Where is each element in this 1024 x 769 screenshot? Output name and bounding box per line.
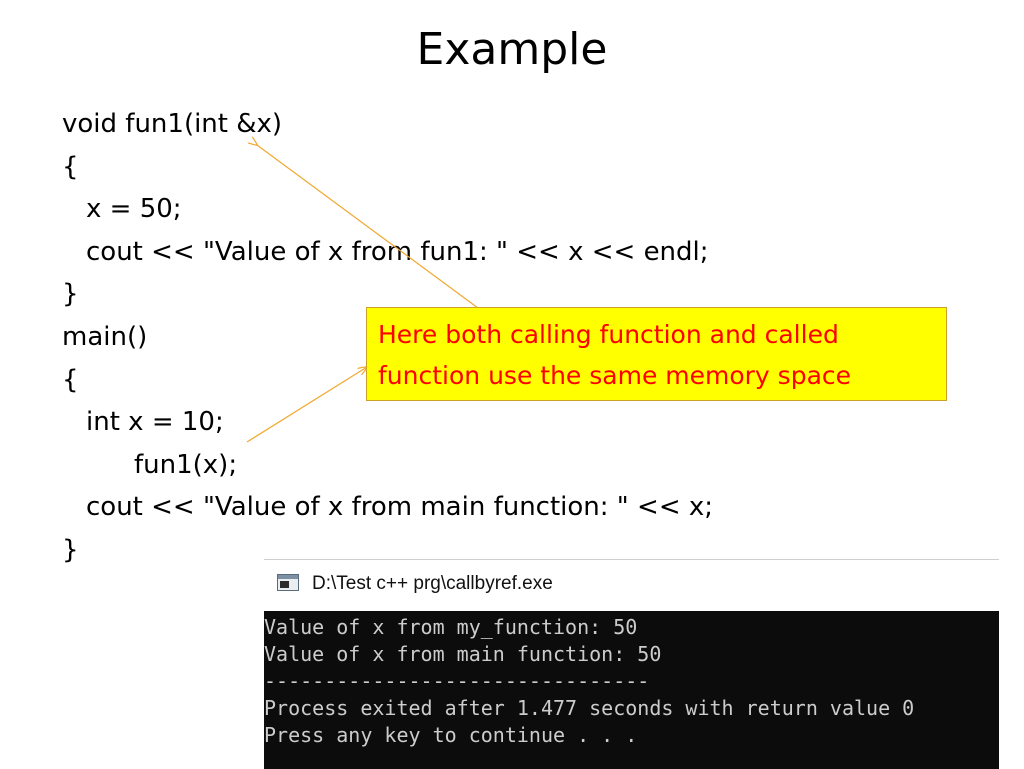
window-title: D:\Test c++ prg\callbyref.exe (312, 573, 553, 594)
code-line: fun1(x); (134, 449, 238, 480)
callout-text-line: Here both calling function and called (378, 320, 839, 349)
code-block: void fun1(int &x) { x = 50; cout << "Val… (62, 103, 713, 572)
console-window: D:\Test c++ prg\callbyref.exe Value of x… (264, 559, 999, 769)
code-line: cout << "Value of x from main function: … (86, 492, 714, 523)
console-line: -------------------------------- (264, 669, 650, 693)
code-line: { (62, 151, 79, 182)
console-output[interactable]: Value of x from my_function: 50 Value of… (264, 611, 999, 769)
console-line: Value of x from main function: 50 (264, 642, 662, 666)
console-line: Press any key to continue . . . (264, 723, 638, 747)
code-line: int x = 10; (86, 407, 224, 438)
code-line: void fun1(int &x) (62, 109, 283, 139)
code-line: main() (62, 321, 148, 352)
console-app-icon (277, 574, 299, 591)
slide-title: Example (416, 24, 608, 75)
code-line: } (62, 534, 79, 565)
console-titlebar[interactable]: D:\Test c++ prg\callbyref.exe (264, 560, 999, 611)
code-line: } (62, 279, 79, 310)
callout-box: Here both calling function and called fu… (366, 307, 947, 401)
code-line: cout << "Value of x from fun1: " << x <<… (86, 236, 709, 267)
code-line: x = 50; (86, 194, 182, 225)
console-line: Value of x from my_function: 50 (264, 615, 638, 639)
code-line: { (62, 364, 79, 395)
console-line: Process exited after 1.477 seconds with … (264, 696, 915, 720)
callout-text-line: function use the same memory space (378, 361, 852, 390)
